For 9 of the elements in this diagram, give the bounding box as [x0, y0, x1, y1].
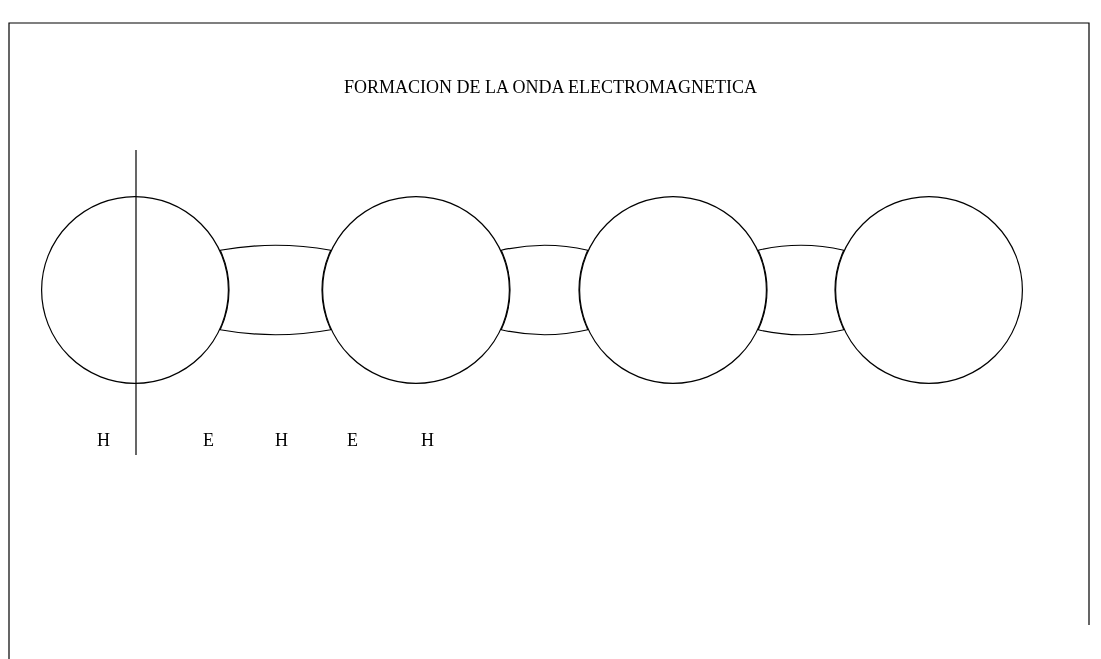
field-label: H: [97, 430, 110, 450]
connector-band: [500, 244, 589, 336]
connector-band: [219, 244, 332, 336]
field-label: E: [347, 430, 358, 450]
field-label: E: [203, 430, 214, 450]
field-label: H: [421, 430, 434, 450]
field-label: H: [275, 430, 288, 450]
diagram-title: FORMACION DE LA ONDA ELECTROMAGNETICA: [344, 77, 757, 97]
connector-band: [757, 244, 845, 336]
